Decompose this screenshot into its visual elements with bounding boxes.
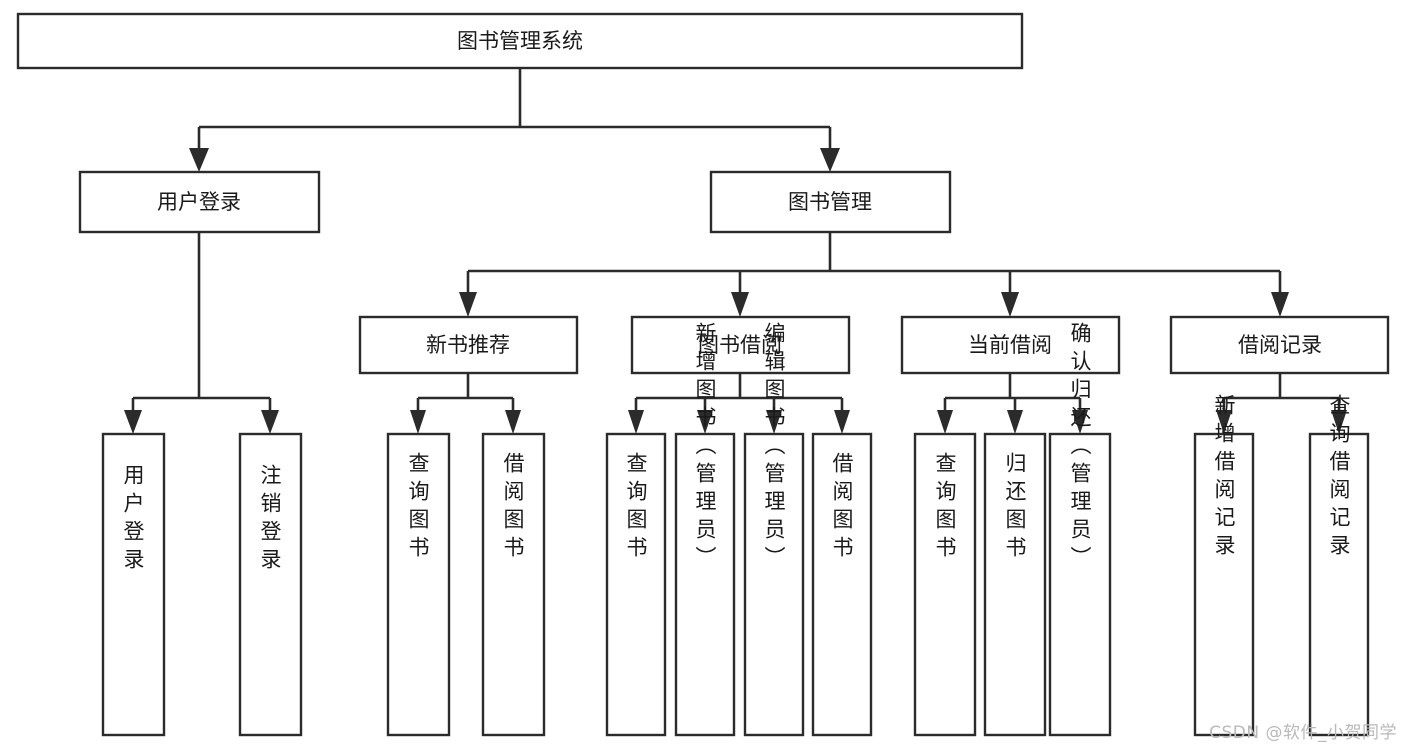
node-new-book-recommend[interactable]: 新书推荐 bbox=[358, 315, 579, 375]
arrow-head-leaf-borrow-book-1 bbox=[505, 410, 521, 434]
node-book-manage-label: 图书管理 bbox=[788, 190, 872, 214]
node-borrow-record[interactable]: 借阅记录 bbox=[1169, 315, 1390, 375]
node-leaf-query-record-box[interactable] bbox=[1308, 432, 1370, 737]
node-leaf-user-logout[interactable]: 注销登录 bbox=[238, 432, 303, 737]
node-leaf-add-record-box[interactable] bbox=[1193, 432, 1255, 737]
arrow-head-leaf-query-record bbox=[1331, 410, 1347, 434]
arrow-head-user-login bbox=[189, 148, 209, 172]
node-leaf-borrow-book-2[interactable]: 借阅图书 bbox=[811, 432, 873, 737]
arrow-head-leaf-query-book-3 bbox=[937, 410, 953, 434]
node-leaf-query-book-3-label: 查询图书 bbox=[933, 452, 957, 564]
node-current-borrow[interactable]: 当前借阅 bbox=[900, 315, 1121, 375]
node-leaf-user-login-box[interactable] bbox=[101, 432, 166, 737]
arrow-head-leaf-confirm-return bbox=[1072, 410, 1088, 434]
arrow-head-new-book-recommend bbox=[459, 292, 477, 317]
node-root-label: 图书管理系统 bbox=[457, 29, 583, 53]
node-leaf-query-record-label: 查询借阅记录 bbox=[1327, 394, 1351, 562]
node-leaf-return-book-box[interactable] bbox=[983, 432, 1047, 737]
node-leaf-add-record[interactable]: 新增借阅记录 bbox=[1193, 394, 1255, 737]
node-leaf-borrow-book-1-box[interactable] bbox=[481, 432, 546, 737]
node-borrow-record-label: 借阅记录 bbox=[1238, 333, 1322, 357]
node-leaf-edit-book-box[interactable] bbox=[743, 432, 805, 737]
arrow-head-borrow-record bbox=[1271, 292, 1289, 317]
node-user-login-box[interactable] bbox=[78, 170, 321, 234]
node-user-login-label: 用户登录 bbox=[157, 190, 241, 214]
node-leaf-query-book-1-box[interactable] bbox=[386, 432, 451, 737]
node-leaf-query-book-2-label: 查询图书 bbox=[624, 452, 648, 564]
node-leaf-query-book-3[interactable]: 查询图书 bbox=[913, 432, 977, 737]
node-new-book-recommend-box[interactable] bbox=[358, 315, 579, 375]
arrow-head-leaf-return-book bbox=[1007, 410, 1023, 434]
arrow-head-leaf-query-book-2 bbox=[628, 410, 644, 434]
node-leaf-user-login[interactable]: 用户登录 bbox=[101, 432, 166, 737]
node-leaf-confirm-return-label: 确认归还（管理员） bbox=[1068, 322, 1092, 574]
node-new-book-recommend-label: 新书推荐 bbox=[426, 333, 510, 357]
arrow-head-leaf-add-record bbox=[1216, 410, 1232, 434]
arrow-head-leaf-borrow-book-2 bbox=[834, 410, 850, 434]
node-current-borrow-box[interactable] bbox=[900, 315, 1121, 375]
node-leaf-return-book-label: 归还图书 bbox=[1003, 452, 1027, 564]
arrow-head-book-borrow bbox=[731, 292, 749, 317]
node-leaf-query-book-2-box[interactable] bbox=[605, 432, 667, 737]
node-leaf-borrow-book-1[interactable]: 借阅图书 bbox=[481, 432, 546, 737]
node-leaf-confirm-return[interactable]: 确认归还（管理员） bbox=[1048, 322, 1112, 737]
node-current-borrow-label: 当前借阅 bbox=[968, 333, 1052, 357]
node-leaf-query-record[interactable]: 查询借阅记录 bbox=[1308, 394, 1370, 737]
node-leaf-return-book[interactable]: 归还图书 bbox=[983, 432, 1047, 737]
arrow-head-leaf-user-login bbox=[124, 410, 142, 434]
node-borrow-record-box[interactable] bbox=[1169, 315, 1390, 375]
node-leaf-query-book-1[interactable]: 查询图书 bbox=[386, 432, 451, 737]
connectors bbox=[124, 68, 1347, 434]
node-leaf-edit-book-label: 编辑图书（管理员） bbox=[762, 322, 786, 574]
node-leaf-user-login-label: 用户登录 bbox=[121, 464, 145, 576]
arrow-head-leaf-query-book-1 bbox=[410, 410, 426, 434]
node-leaf-borrow-book-1-label: 借阅图书 bbox=[501, 452, 525, 564]
node-leaf-borrow-book-2-box[interactable] bbox=[811, 432, 873, 737]
node-book-manage-box[interactable] bbox=[709, 170, 952, 234]
node-book-manage[interactable]: 图书管理 bbox=[709, 170, 952, 234]
node-leaf-query-book-1-label: 查询图书 bbox=[406, 452, 430, 564]
node-leaf-user-logout-box[interactable] bbox=[238, 432, 303, 737]
node-leaf-query-book-2[interactable]: 查询图书 bbox=[605, 432, 667, 737]
arrow-head-current-borrow bbox=[1001, 292, 1019, 317]
arrow-head-book-manage bbox=[820, 148, 840, 172]
node-leaf-edit-book[interactable]: 编辑图书（管理员） bbox=[743, 322, 805, 737]
arrow-head-leaf-add-book bbox=[697, 410, 713, 434]
node-leaf-add-record-label: 新增借阅记录 bbox=[1212, 394, 1236, 562]
node-leaf-query-book-3-box[interactable] bbox=[913, 432, 977, 737]
node-leaf-user-logout-label: 注销登录 bbox=[258, 464, 282, 576]
node-root-box[interactable] bbox=[16, 12, 1024, 70]
node-leaf-add-book[interactable]: 新增图书（管理员） bbox=[674, 322, 736, 737]
node-book-borrow-box[interactable] bbox=[630, 315, 851, 375]
node-leaf-add-book-label: 新增图书（管理员） bbox=[693, 322, 717, 574]
arrow-head-leaf-edit-book bbox=[766, 410, 782, 434]
node-root[interactable]: 图书管理系统 bbox=[16, 12, 1024, 70]
csdn-watermark: CSDN @软件_小贺同学 bbox=[1209, 723, 1397, 743]
node-book-borrow[interactable]: 图书借阅 bbox=[630, 315, 851, 375]
node-leaf-borrow-book-2-label: 借阅图书 bbox=[830, 452, 854, 564]
node-leaf-confirm-return-box[interactable] bbox=[1048, 432, 1112, 737]
node-book-borrow-label: 图书借阅 bbox=[698, 333, 782, 357]
arrow-head-leaf-user-logout bbox=[261, 410, 279, 434]
node-user-login[interactable]: 用户登录 bbox=[78, 170, 321, 234]
node-leaf-add-book-box[interactable] bbox=[674, 432, 736, 737]
